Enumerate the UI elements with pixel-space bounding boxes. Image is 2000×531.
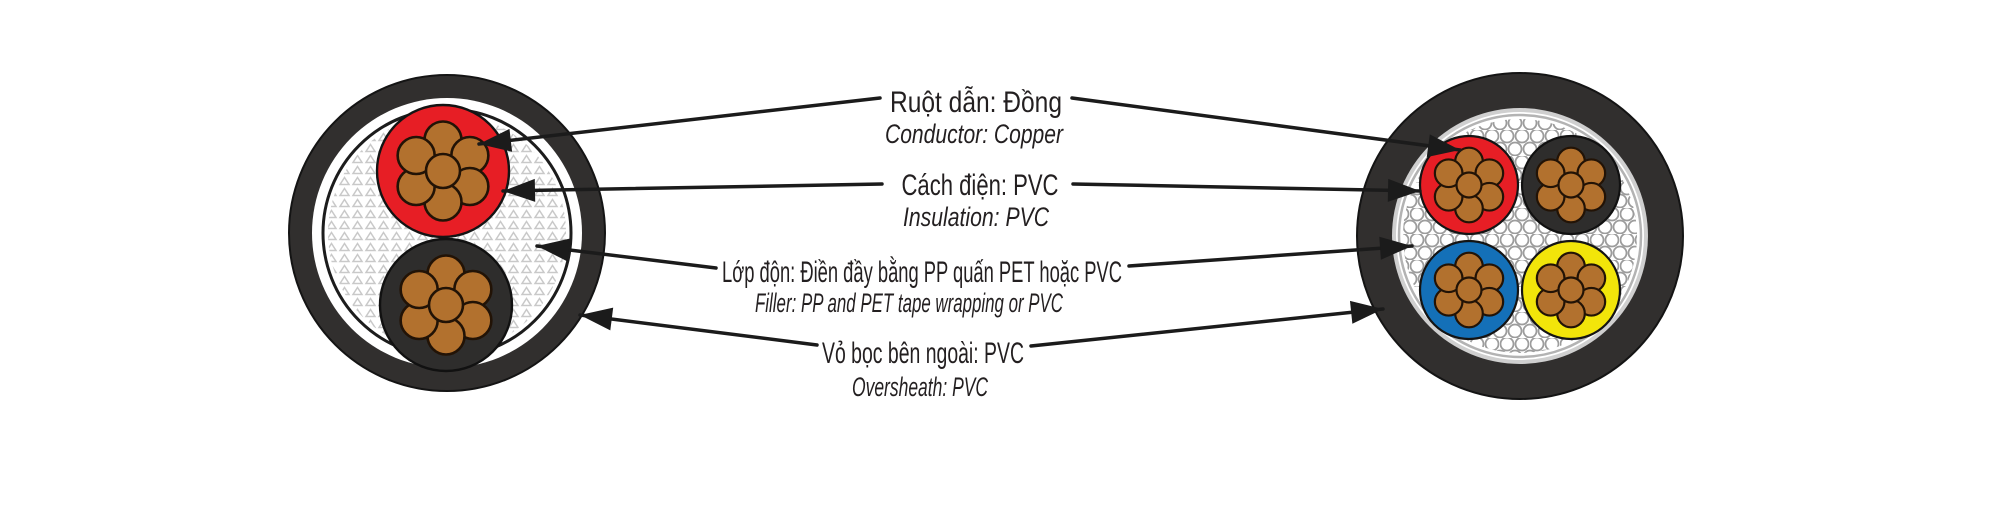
- right-cable: [1356, 72, 1684, 400]
- label-oversheath-en: Oversheath: PVC: [852, 372, 988, 402]
- label-oversheath: Vỏ bọc bên ngoài: PVC Oversheath: PVC: [822, 337, 1024, 402]
- conductor-arrow-right: [1070, 96, 1462, 158]
- label-filler: Lớp độn: Điền đầy bằng PP quấn PET hoặc …: [722, 256, 1122, 318]
- label-insulation-en: Insulation: PVC: [903, 202, 1049, 232]
- oversheath-arrow-right: [1029, 300, 1385, 348]
- right-core-black-copper-strands: [1535, 146, 1607, 224]
- insulation-arrow-right: [1071, 178, 1422, 202]
- right-core-yellow-copper-strands: [1535, 251, 1607, 329]
- conductor-arrow-left: [477, 96, 882, 152]
- label-conductor-vi: Ruột dẫn: Đồng: [890, 86, 1062, 119]
- right-core-black: [1520, 134, 1622, 236]
- label-insulation: Cách điện: PVC Insulation: PVC: [902, 169, 1059, 232]
- right-core-red: [1418, 134, 1520, 236]
- oversheath-arrow-left: [578, 307, 819, 347]
- right-core-red-copper-strands: [1433, 146, 1505, 224]
- filler-arrow-right: [1127, 236, 1414, 268]
- insulation-arrow-left: [501, 178, 884, 202]
- left-core-black: [378, 237, 514, 373]
- left-core-red: [375, 103, 511, 239]
- label-filler-vi: Lớp độn: Điền đầy bằng PP quấn PET hoặc …: [722, 256, 1122, 289]
- leader-lines: [477, 96, 1462, 348]
- label-conductor: Ruột dẫn: Đồng Conductor: Copper: [885, 86, 1064, 149]
- left-cable: [288, 74, 606, 392]
- left-core-red-copper-strands: [396, 120, 490, 222]
- right-core-blue-copper-strands: [1433, 251, 1505, 329]
- right-core-yellow: [1520, 239, 1622, 341]
- labels: Ruột dẫn: Đồng Conductor: Copper Cách đi…: [722, 86, 1122, 402]
- label-filler-en: Filler: PP and PET tape wrapping or PVC: [755, 288, 1063, 318]
- left-core-black-copper-strands: [399, 254, 493, 356]
- label-conductor-en: Conductor: Copper: [885, 119, 1064, 149]
- label-insulation-vi: Cách điện: PVC: [902, 169, 1059, 202]
- filler-arrow-left: [535, 238, 718, 270]
- label-oversheath-vi: Vỏ bọc bên ngoài: PVC: [822, 337, 1024, 370]
- right-core-blue: [1418, 239, 1520, 341]
